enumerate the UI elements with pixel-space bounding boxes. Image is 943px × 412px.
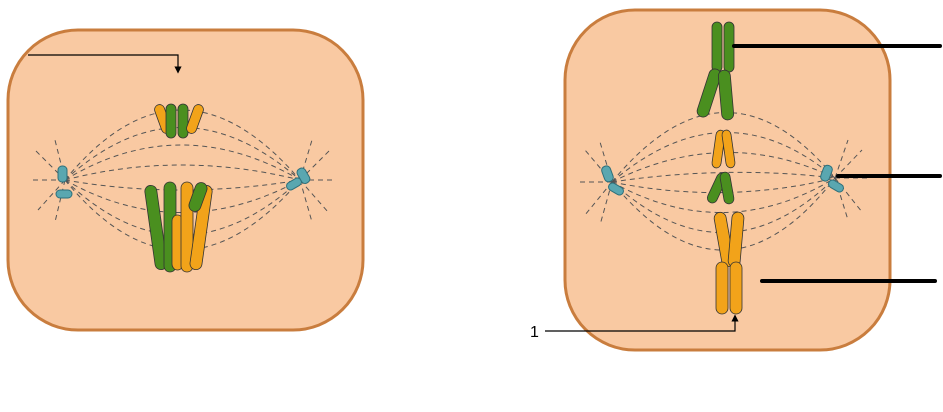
cell-left-icon — [8, 30, 363, 330]
cell-right-icon — [565, 10, 890, 350]
callout-1-label: 1 — [530, 324, 539, 341]
